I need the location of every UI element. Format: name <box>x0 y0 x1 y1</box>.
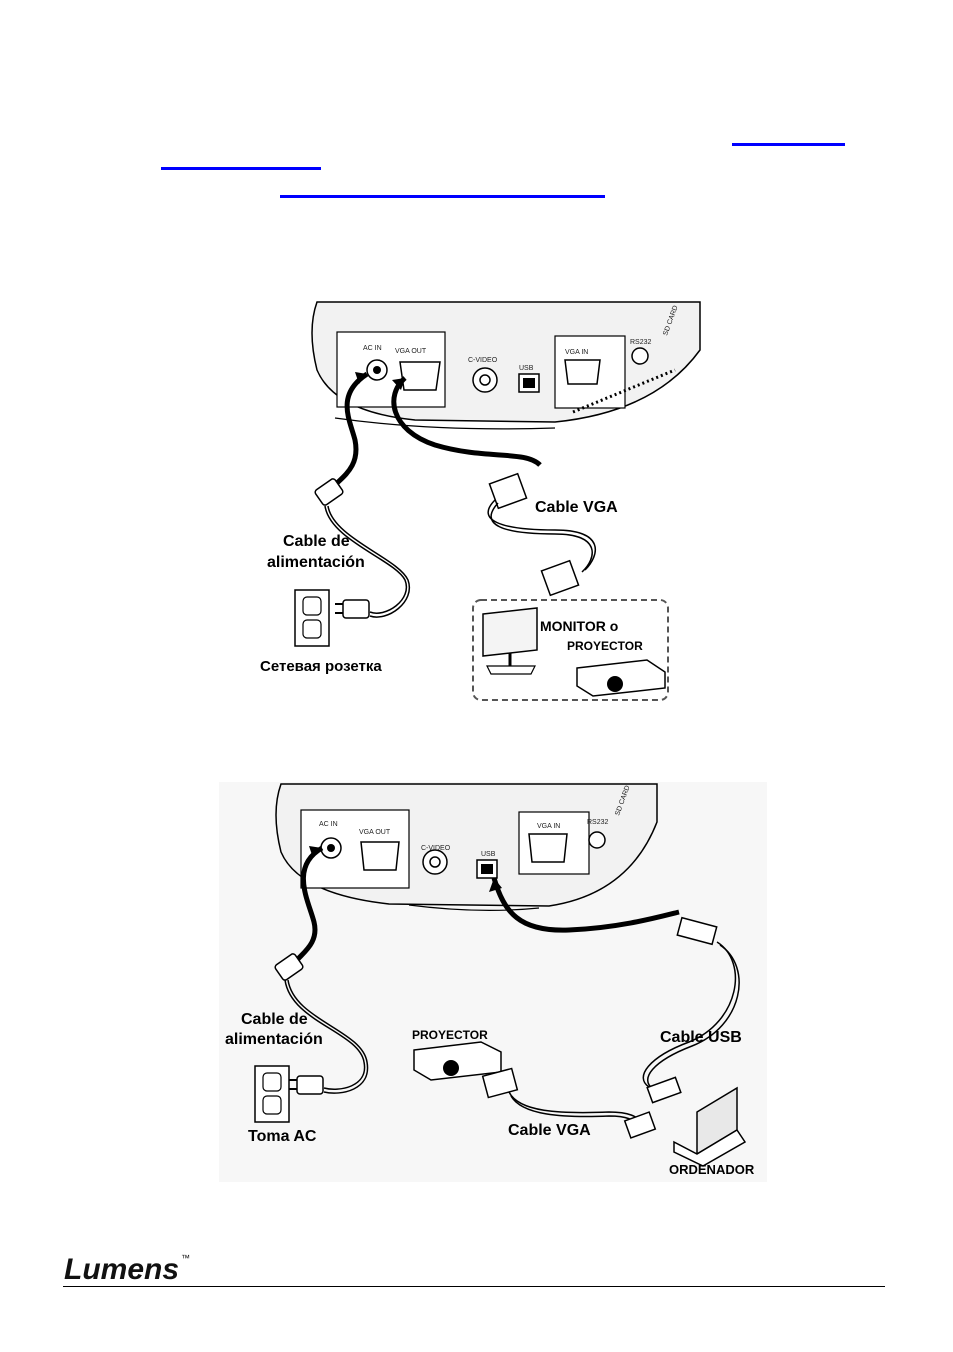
port-label-rs232: RS232 <box>587 819 609 826</box>
usb-cable-label: Cable USB <box>660 1029 742 1046</box>
vga-cable-label: Cable VGA <box>535 499 618 516</box>
outlet-label: Toma AC <box>248 1128 317 1145</box>
computer-label: ORDENADOR <box>669 1162 755 1177</box>
trademark-symbol: ™ <box>181 1253 191 1263</box>
port-label-ac-in: AC IN <box>319 821 338 828</box>
port-label-usb: USB <box>481 851 496 858</box>
port-label-c-video: C-VIDEO <box>421 845 451 852</box>
port-label-c-video: C-VIDEO <box>468 357 498 364</box>
port-label-ac-in: AC IN <box>363 345 382 352</box>
vga-cable-label: Cable VGA <box>508 1122 591 1139</box>
port-label-rs232: RS232 <box>630 339 652 346</box>
monitor-label: MONITOR o <box>540 618 618 634</box>
projector-label: PROYECTOR <box>412 1028 488 1042</box>
hyperlink-underline-2[interactable] <box>161 167 321 170</box>
projector-label: PROYECTOR <box>567 639 643 653</box>
port-label-vga-out: VGA OUT <box>359 829 391 836</box>
port-label-usb: USB <box>519 365 534 372</box>
power-cable-label-line1: Cable de <box>283 533 350 550</box>
port-label-vga-in: VGA IN <box>537 823 560 830</box>
port-label-vga-in: VGA IN <box>565 349 588 356</box>
brand-name: Lumens <box>64 1253 180 1286</box>
connection-diagram-computer: AC IN VGA OUT C-VIDEO USB VGA IN RS232 S… <box>219 782 767 1182</box>
port-label-vga-out: VGA OUT <box>395 348 427 355</box>
connection-diagram-monitor: AC IN VGA OUT C-VIDEO USB VGA IN RS232 S… <box>260 301 701 701</box>
outlet-label: Сетевая розетка <box>260 658 382 675</box>
power-cable-label-line2: alimentación <box>225 1031 323 1048</box>
power-cable-label-line1: Cable de <box>241 1011 308 1028</box>
footer-divider <box>63 1286 885 1287</box>
hyperlink-underline-3[interactable] <box>280 195 605 198</box>
hyperlink-underline-1[interactable] <box>732 143 845 146</box>
power-cable-label-line2: alimentación <box>267 554 365 571</box>
